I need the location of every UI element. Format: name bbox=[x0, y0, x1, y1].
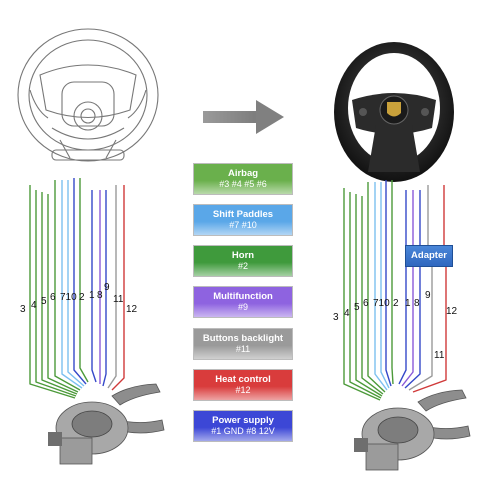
left-harness bbox=[29, 178, 125, 399]
right-pin-3: 3 bbox=[333, 312, 339, 323]
adapter-box: Adapter bbox=[405, 245, 453, 267]
legend-title: Horn bbox=[231, 250, 255, 261]
left-pin-710: 710 bbox=[60, 292, 77, 303]
left-pin-4: 4 bbox=[31, 300, 37, 311]
legend-title: Buttons backlight bbox=[202, 333, 284, 344]
left-pin-2: 2 bbox=[79, 292, 85, 303]
left-pin-8: 8 bbox=[97, 290, 103, 301]
left-pin-labels: 3 4 5 6 710 2 1 8 9 11 12 bbox=[20, 282, 138, 315]
legend-pins: #11 bbox=[235, 344, 251, 354]
right-pin-4: 4 bbox=[344, 308, 350, 319]
old-steering-wheel bbox=[17, 28, 159, 162]
legend-title: Multifunction bbox=[213, 291, 273, 302]
legend-item-power-supply: Power supply#1 GND #8 12V bbox=[193, 410, 293, 442]
left-pin-12: 12 bbox=[126, 304, 138, 315]
legend-title: Shift Paddles bbox=[212, 209, 274, 220]
legend-item-heat-control: Heat control#12 bbox=[193, 369, 293, 401]
right-pin-2: 2 bbox=[393, 298, 399, 309]
right-pin-labels: 3 4 5 6 710 2 1 8 9 12 11 bbox=[333, 290, 458, 361]
left-pin-3: 3 bbox=[20, 304, 26, 315]
legend-pins: #3 #4 #5 #6 bbox=[219, 179, 267, 189]
left-pin-1: 1 bbox=[89, 290, 95, 301]
right-pin-9: 9 bbox=[425, 290, 431, 301]
right-pin-1: 1 bbox=[405, 298, 411, 309]
legend-pins: #12 bbox=[235, 385, 251, 395]
right-harness bbox=[343, 180, 447, 401]
legend-pins: #7 #10 bbox=[229, 220, 257, 230]
legend-title: Power supply bbox=[212, 415, 274, 426]
right-pin-11: 11 bbox=[434, 350, 445, 361]
left-pin-5: 5 bbox=[41, 296, 47, 307]
legend-item-buttons-backlight: Buttons backlight#11 bbox=[193, 328, 293, 360]
left-pin-9: 9 bbox=[104, 282, 110, 293]
right-clock-spring bbox=[354, 389, 471, 471]
legend-pins: #2 bbox=[237, 261, 248, 271]
legend-pins: #1 GND #8 12V bbox=[211, 426, 275, 436]
right-pin-8: 8 bbox=[414, 298, 420, 309]
legend-item-shift-paddles: Shift Paddles#7 #10 bbox=[193, 204, 293, 236]
legend-item-horn: Horn#2 bbox=[193, 245, 293, 277]
legend-item-multifunction: Multifunction#9 bbox=[193, 286, 293, 318]
legend-pins: #9 bbox=[237, 302, 248, 312]
right-pin-6: 6 bbox=[363, 298, 369, 309]
legend-item-airbag: Airbag#3 #4 #5 #6 bbox=[193, 163, 293, 195]
right-pin-710: 710 bbox=[373, 298, 390, 309]
left-pin-6: 6 bbox=[50, 292, 56, 303]
new-steering-wheel bbox=[334, 42, 454, 182]
right-pin-5: 5 bbox=[354, 302, 360, 313]
right-pin-12: 12 bbox=[446, 306, 458, 317]
left-pin-11: 11 bbox=[113, 294, 124, 305]
transition-arrow bbox=[203, 100, 284, 134]
left-clock-spring bbox=[48, 383, 165, 465]
legend-title: Airbag bbox=[227, 168, 259, 179]
adapter-label: Adapter bbox=[411, 250, 447, 261]
legend-title: Heat control bbox=[215, 374, 271, 385]
